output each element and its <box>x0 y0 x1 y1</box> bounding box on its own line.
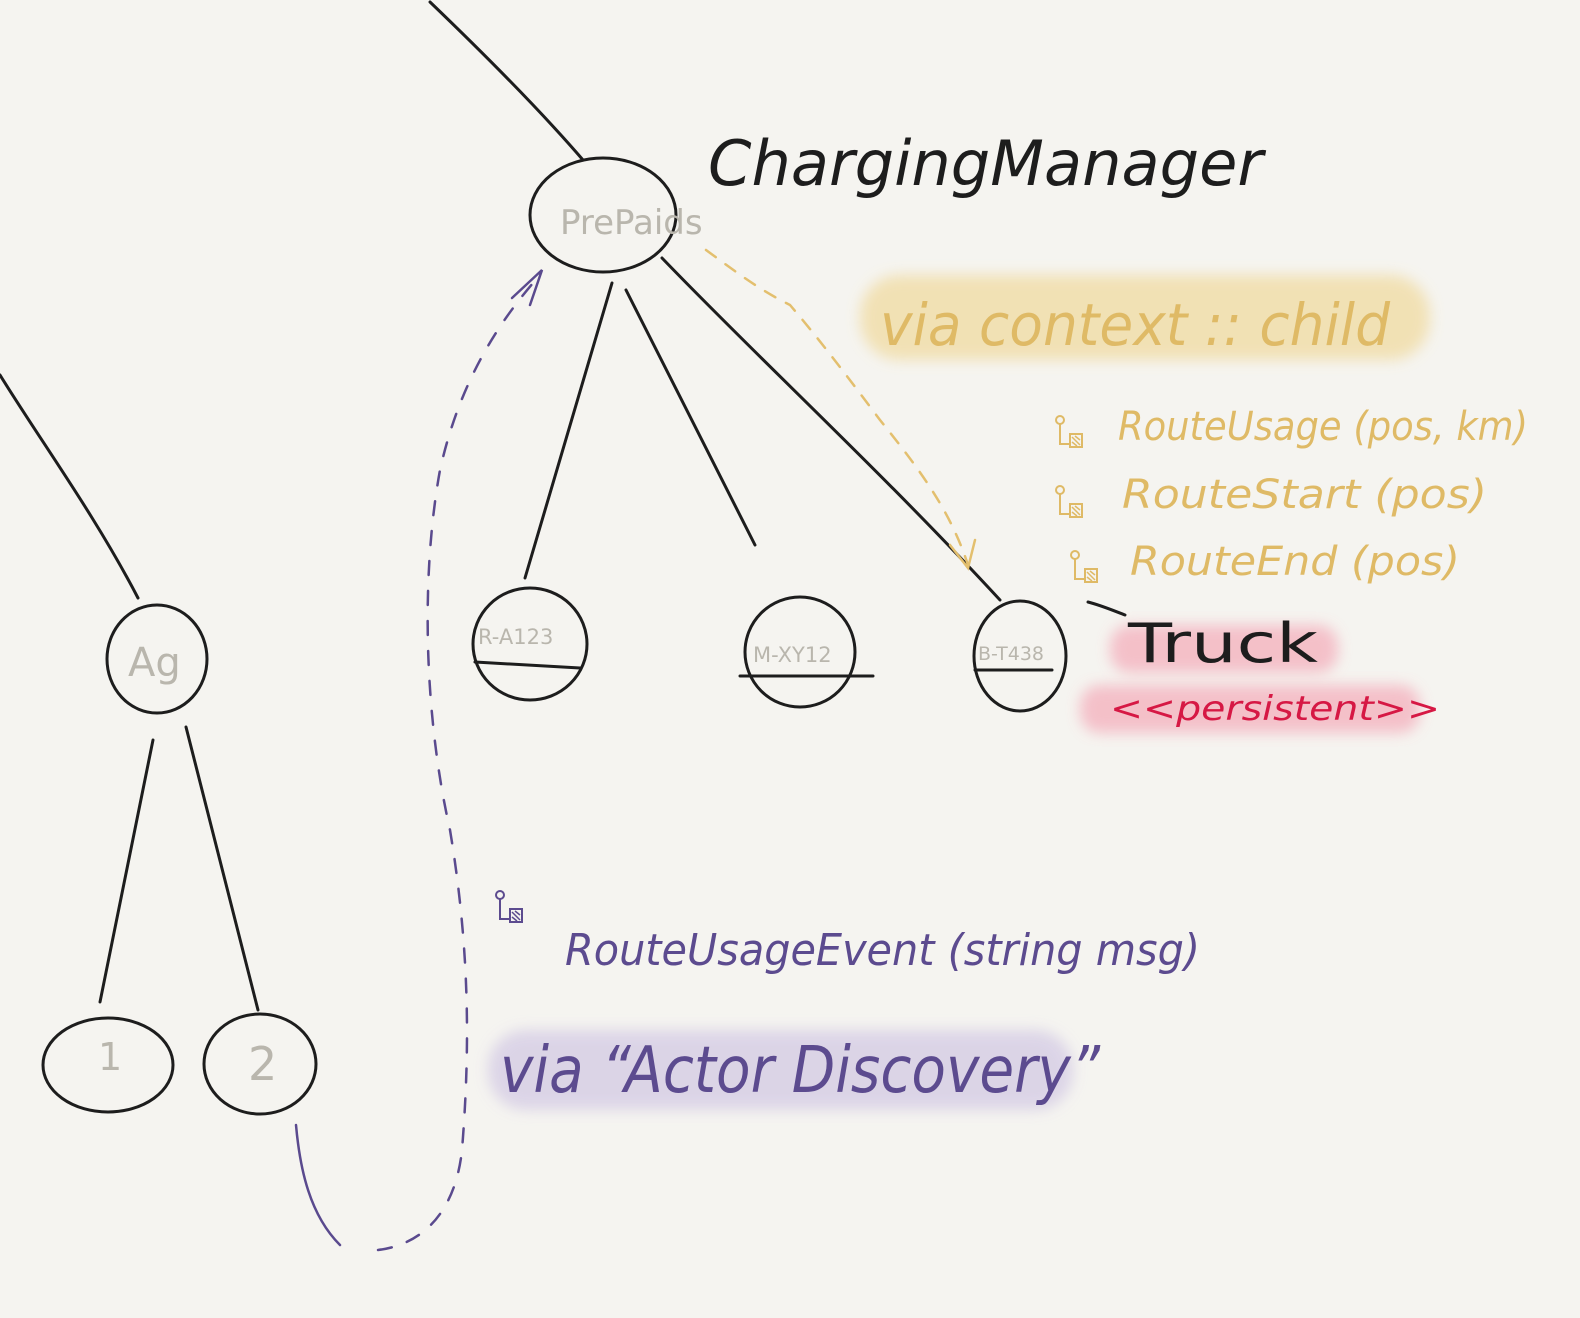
highlight-context-child <box>860 275 1430 360</box>
purple-solid-curve <box>294 1123 342 1247</box>
message-list: RouteUsage (pos, km) RouteStart (pos) Ro… <box>1055 404 1528 585</box>
node-child-2: 2 <box>202 1012 318 1116</box>
edge-prepaids-m <box>624 288 757 547</box>
node-child-2-label: 2 <box>248 1037 277 1091</box>
node-r-a-label: R-A123 <box>478 625 553 649</box>
message-route-end: RouteEnd (pos) <box>1070 539 1460 585</box>
via-actor-discovery-label: via “Actor Discovery” <box>500 1034 1101 1108</box>
edge-parent-prepaids <box>428 0 585 162</box>
purple-arrowhead <box>510 269 544 307</box>
message-route-usage-event: RouteUsageEvent (string msg) <box>495 890 1200 976</box>
node-ag: Ag <box>105 603 209 715</box>
persistent-stereotype: <<persistent>> <box>1110 689 1440 729</box>
gold-arrowhead <box>948 538 977 571</box>
node-prepaids-label: PrePaids <box>560 203 703 243</box>
via-context-child-label: via context :: child <box>880 291 1391 359</box>
gold-dashed-arrow <box>704 248 970 567</box>
message-route-start-label: RouteStart (pos) <box>1122 472 1487 518</box>
edge-parent-ag <box>0 373 140 600</box>
highlight-truck <box>1110 625 1338 673</box>
edge-ag-1 <box>98 738 155 1004</box>
route-usage-event-label: RouteUsageEvent (string msg) <box>565 925 1200 976</box>
node-m-x: M-XY12 <box>738 595 875 709</box>
message-icon <box>1055 485 1083 518</box>
highlight-actor-discovery <box>488 1030 1073 1110</box>
node-ag-label: Ag <box>128 640 181 686</box>
node-r-a: R-A123 <box>471 586 589 702</box>
node-m-x-label: M-XY12 <box>753 643 832 667</box>
truck-label: Truck <box>1127 612 1319 675</box>
title-charging-manager: ChargingManager <box>708 127 1267 200</box>
node-b-t: B-T438 <box>972 599 1068 713</box>
message-route-usage-label: RouteUsage (pos, km) <box>1118 404 1528 450</box>
edge-ag-2 <box>184 725 260 1012</box>
message-route-start: RouteStart (pos) <box>1055 472 1487 518</box>
node-prepaids: PrePaids <box>528 156 703 274</box>
message-icon <box>1055 415 1083 448</box>
truck-pointer <box>1086 600 1127 617</box>
purple-dashed-arrow <box>376 273 542 1252</box>
message-icon <box>1070 550 1098 583</box>
node-child-1-label: 1 <box>98 1035 122 1079</box>
message-route-end-label: RouteEnd (pos) <box>1130 539 1460 585</box>
message-route-usage: RouteUsage (pos, km) <box>1055 404 1528 450</box>
highlight-persistent <box>1080 685 1420 733</box>
node-child-1: 1 <box>41 1016 175 1114</box>
node-b-t-label: B-T438 <box>978 643 1044 665</box>
message-icon <box>495 890 523 923</box>
edge-prepaids-r <box>523 281 614 580</box>
